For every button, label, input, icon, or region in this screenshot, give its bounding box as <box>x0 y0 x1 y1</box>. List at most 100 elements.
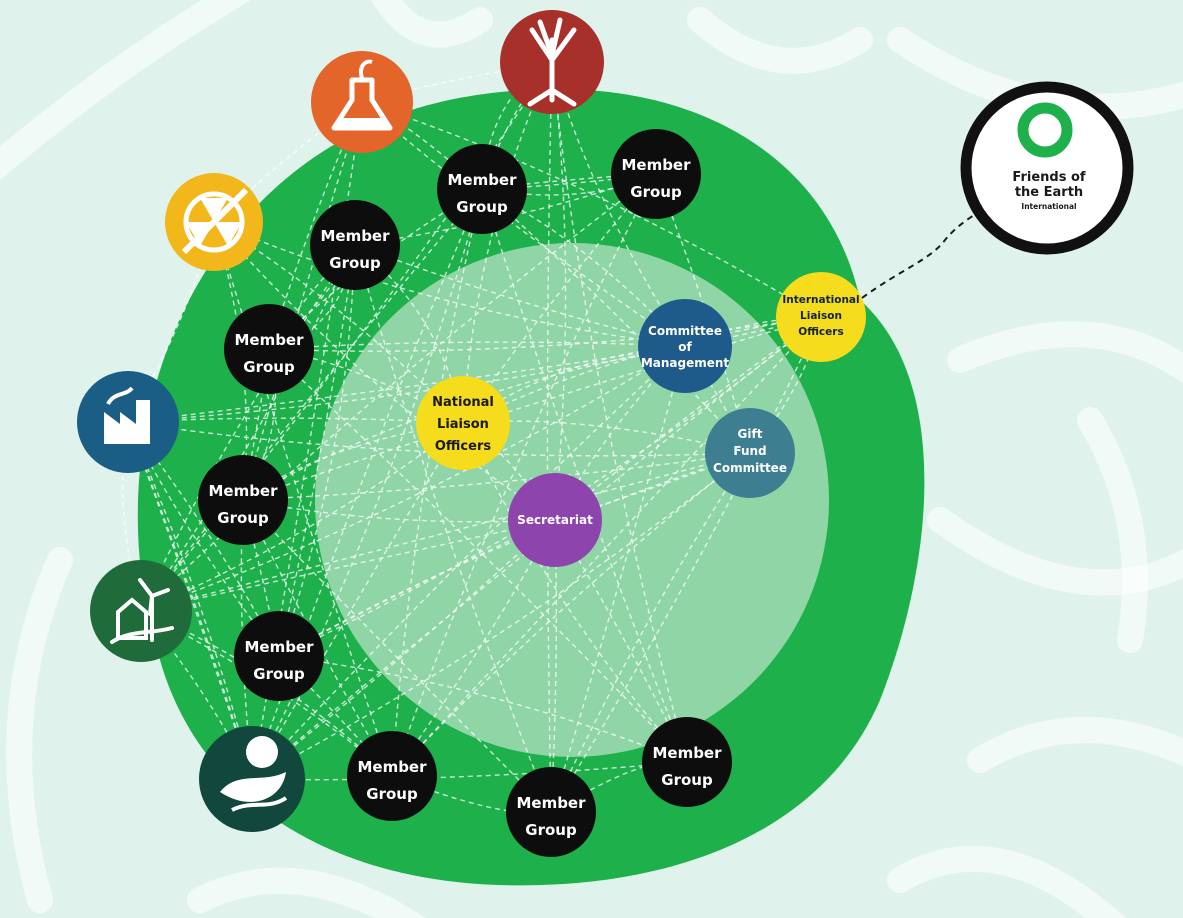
connection-line <box>140 244 356 612</box>
connection-line <box>391 316 822 777</box>
committee-line-1: Committee <box>648 324 722 338</box>
intl-liaison-line-3: Officers <box>798 326 843 338</box>
member-group-label: Member <box>447 171 517 189</box>
member-group-label: Member <box>621 156 691 174</box>
connection-line <box>391 173 657 777</box>
gift-fund-line-3: Committee <box>713 461 787 475</box>
connection-line <box>391 188 483 777</box>
foe-name-line-1: Friends of <box>1012 170 1085 185</box>
connection-line <box>140 345 686 612</box>
connection-line <box>481 188 751 454</box>
member-group-circle <box>310 200 400 290</box>
connection-line <box>242 499 552 813</box>
food-flask-icon[interactable] <box>311 51 413 153</box>
connection-line <box>462 173 657 424</box>
connection-line <box>481 188 688 763</box>
intl-liaison-line-1: International <box>782 294 859 306</box>
connection-line <box>251 761 688 781</box>
member-group-label: Group <box>661 771 713 789</box>
foe-name-line-3: International <box>1021 202 1076 211</box>
connection-line <box>391 452 751 777</box>
connection-line <box>140 452 751 612</box>
connection-line <box>251 422 464 780</box>
connection-line <box>140 61 553 612</box>
national-liaison-node[interactable]: National Liaison Officers <box>416 376 510 470</box>
foe-connector-line <box>861 204 991 299</box>
connection-line <box>655 173 751 454</box>
member-group-label: Member <box>652 744 722 762</box>
connection-line <box>361 101 822 318</box>
member-group-label: Member <box>516 794 586 812</box>
member-group-label: Group <box>329 254 381 272</box>
connection-line <box>140 422 464 612</box>
member-group-label: Member <box>320 227 390 245</box>
secretariat-label: Secretariat <box>517 513 593 527</box>
member-group-label: Group <box>456 198 508 216</box>
connection-line <box>213 221 686 347</box>
foe-logo-icon <box>1017 102 1073 158</box>
renewable-energy-icon[interactable] <box>90 560 192 662</box>
member-group-circle <box>437 144 527 234</box>
member-group-label: Group <box>366 785 418 803</box>
forest-hand-icon[interactable] <box>500 10 604 114</box>
member-group-label: Group <box>253 665 305 683</box>
member-group-circle <box>198 455 288 545</box>
gift-fund-line-2: Fund <box>733 444 766 458</box>
committee-of-management-node[interactable]: Committee of Management <box>638 299 732 393</box>
member-group-label: Member <box>208 482 278 500</box>
member-group-circle <box>611 129 701 219</box>
committee-line-3: Management <box>641 356 730 370</box>
no-nuclear-icon[interactable] <box>165 173 263 271</box>
member-groups: MemberGroupMemberGroupMemberGroupMemberG… <box>198 129 732 857</box>
national-liaison-line-3: Officers <box>435 439 491 454</box>
connection-line <box>550 345 686 813</box>
connection-line <box>462 316 822 424</box>
connection-line <box>268 348 688 763</box>
member-group-label: Member <box>357 758 427 776</box>
connection-line <box>554 345 686 521</box>
factory-icon[interactable] <box>77 371 179 473</box>
member-group-circle <box>224 304 314 394</box>
member-group-circle <box>642 717 732 807</box>
connection-line <box>242 452 751 501</box>
connection-line <box>550 452 751 813</box>
connection-line <box>551 61 688 763</box>
intl-liaison-line-2: Liaison <box>800 310 842 322</box>
member-group-label: Group <box>525 821 577 839</box>
international-liaison-node[interactable]: International Liaison Officers <box>776 272 866 362</box>
connection-line <box>242 348 270 501</box>
connection-line <box>213 221 393 777</box>
connection-line <box>251 345 686 780</box>
member-group-label: Member <box>244 638 314 656</box>
member-group-circle <box>234 611 324 701</box>
member-group-circle <box>347 731 437 821</box>
member-group-label: Member <box>234 331 304 349</box>
connection-line <box>278 655 688 763</box>
connection-line <box>354 244 552 813</box>
connection-line <box>242 316 822 501</box>
foe-international-node[interactable]: Friends of the Earth International <box>960 81 1134 255</box>
national-liaison-line-2: Liaison <box>437 417 489 432</box>
nature-landscape-icon[interactable] <box>199 726 305 832</box>
connection-line <box>550 316 822 813</box>
gift-fund-committee-node[interactable]: Gift Fund Committee <box>705 408 795 498</box>
connection-line <box>551 61 567 521</box>
connection-line <box>213 221 556 521</box>
secretariat-node[interactable]: Secretariat <box>508 473 602 567</box>
connection-line <box>140 173 657 612</box>
committee-line-2: of <box>678 340 692 354</box>
connection-line <box>391 775 552 814</box>
member-group-label: Group <box>630 183 682 201</box>
theme-icons <box>77 10 604 832</box>
